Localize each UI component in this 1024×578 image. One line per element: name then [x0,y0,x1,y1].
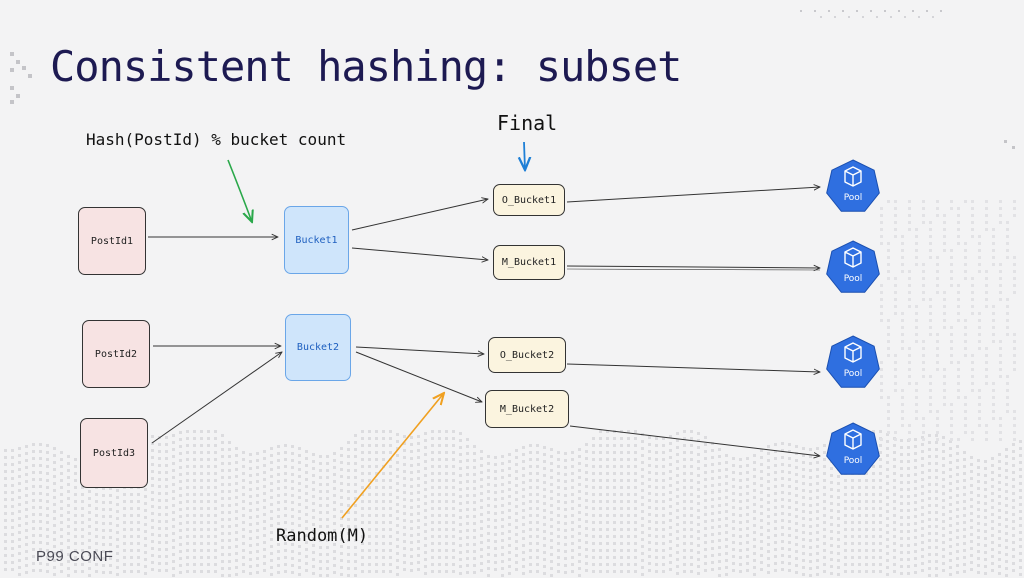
arrow-obucket1-pool1 [566,187,820,203]
pool-label: Pool [843,274,863,284]
slide-title: Consistent hashing: subset [50,42,682,91]
arrow-obucket2-pool3 [566,363,820,372]
bucket2-node: Bucket2 [285,314,351,381]
postid2-node: PostId2 [82,320,150,388]
arrow-mbucket2-pool4 [569,425,820,456]
postid3-node: PostId3 [80,418,148,488]
bucket1-node: Bucket1 [284,206,349,274]
arrow-postid3-bucket2 [151,352,282,444]
arrow-bucket1-mbucket1 [351,247,488,260]
hash-formula-annotation: Hash(PostId) % bucket count [86,130,347,149]
arrow-mbucket1-pool2-sketch [566,268,821,271]
random-annotation: Random(M) [276,526,369,546]
blue-annotation-arrow [524,141,525,170]
m-bucket2-node: M_Bucket2 [485,390,569,428]
pool-node-1: Pool [824,157,882,215]
arrow-bucket2-obucket2 [355,346,484,354]
postid1-node: PostId1 [78,207,146,275]
conference-footer: P99 CONF [36,548,114,565]
arrow-bucket2-mbucket2 [355,351,482,402]
pool-node-3: Pool [824,333,882,391]
pool-node-2: Pool [824,238,882,296]
o-bucket2-node: O_Bucket2 [488,337,566,373]
kubernetes-pool-icon [826,240,880,293]
pool-label: Pool [843,369,863,379]
o-bucket1-node: O_Bucket1 [493,184,565,216]
orange-annotation-arrow [341,393,444,519]
arrow-mbucket1-pool2 [566,266,820,268]
kubernetes-pool-icon [826,335,880,388]
pool-node-4: Pool [824,420,882,478]
final-annotation: Final [497,111,558,135]
kubernetes-pool-icon [826,422,880,475]
m-bucket1-node: M_Bucket1 [493,245,565,280]
pool-label: Pool [843,193,863,203]
green-annotation-arrow [227,159,252,222]
kubernetes-pool-icon [826,159,880,212]
pool-label: Pool [843,456,863,466]
arrow-bucket1-obucket1 [351,199,488,231]
